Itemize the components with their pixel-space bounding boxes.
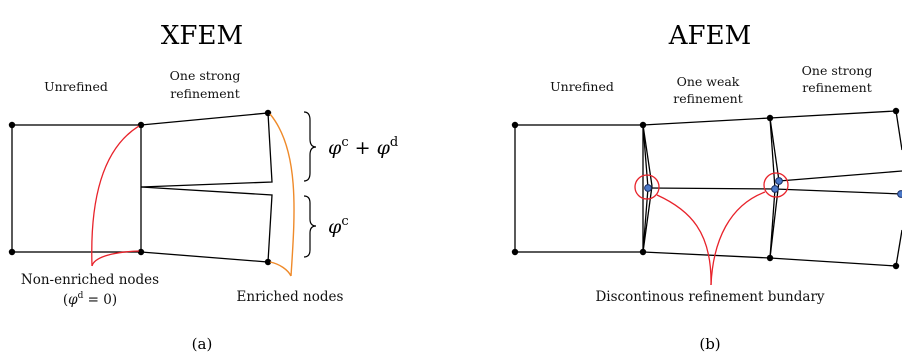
indicator-curve-boundary-left — [656, 194, 712, 286]
element-upper-part — [140, 112, 273, 188]
node — [766, 114, 774, 122]
label-strong-refinement-b-line1: One strong — [802, 63, 873, 78]
element-lower-part — [140, 186, 273, 263]
label-discontinuous-boundary: Discontinous refinement bundary — [595, 289, 824, 305]
label-strong-refinement-b-line2: refinement — [802, 80, 871, 95]
edge — [642, 185, 653, 253]
edge — [647, 187, 776, 190]
label-strong-refinement-a-line1: One strong — [170, 68, 241, 83]
edge — [769, 110, 897, 119]
hanging-node — [771, 185, 779, 193]
node-enriched — [264, 258, 272, 266]
brace-lower — [303, 195, 317, 258]
label-weak-refinement-line2: refinement — [673, 91, 742, 106]
label-nonenriched-nodes: Non-enriched nodes — [21, 272, 159, 288]
edge — [895, 110, 902, 151]
hanging-node — [897, 190, 902, 198]
panel-b: AFEM Unrefined One weak refinement One s… — [511, 21, 902, 353]
hanging-node — [775, 177, 783, 185]
node — [766, 254, 774, 262]
panel-b-title: AFEM — [668, 21, 751, 51]
element-unrefined-b — [514, 124, 644, 253]
label-phi-d-zero: (φd = 0) — [63, 291, 117, 308]
node — [8, 248, 16, 256]
node-nonenriched — [137, 248, 145, 256]
edge — [778, 170, 902, 182]
indicator-curve-nonenriched-top — [91, 125, 140, 267]
edge — [642, 117, 771, 126]
brace-upper — [303, 111, 317, 182]
caption-b: (b) — [699, 335, 720, 353]
indicator-curve-nonenriched-bottom — [91, 250, 140, 267]
node — [892, 262, 900, 270]
hanging-node — [644, 184, 652, 192]
panel-a-title: XFEM — [161, 21, 243, 51]
node — [892, 107, 900, 115]
discontinuity-marker — [634, 174, 660, 200]
node — [639, 248, 647, 256]
math-phi-c-plus-phi-d: φc + φd — [328, 135, 398, 159]
label-weak-refinement-line1: One weak — [677, 74, 740, 89]
label-strong-refinement-a-line2: refinement — [170, 86, 239, 101]
edge — [895, 229, 902, 267]
edge — [769, 257, 897, 267]
math-phi-c: φc — [328, 214, 349, 238]
edge — [642, 124, 649, 189]
node — [639, 121, 647, 129]
caption-a: (a) — [192, 335, 213, 353]
element-unrefined-a — [11, 124, 142, 253]
indicator-curve-boundary-right — [710, 191, 766, 286]
panel-a: XFEM Unrefined One strong refinement φc … — [8, 21, 398, 353]
edge — [774, 188, 902, 195]
edge — [769, 117, 776, 190]
label-enriched-nodes: Enriched nodes — [237, 289, 344, 305]
node — [8, 121, 16, 129]
node — [511, 248, 519, 256]
node-nonenriched — [137, 121, 145, 129]
indicator-curve-enriched-bottom — [269, 261, 292, 277]
discontinuity-marker — [763, 172, 789, 198]
label-unrefined-a: Unrefined — [44, 79, 108, 94]
node — [511, 121, 519, 129]
label-unrefined-b: Unrefined — [550, 79, 614, 94]
indicator-curve-enriched-top — [269, 113, 295, 277]
edge — [642, 251, 771, 259]
edge — [769, 117, 780, 182]
edge — [769, 188, 776, 259]
